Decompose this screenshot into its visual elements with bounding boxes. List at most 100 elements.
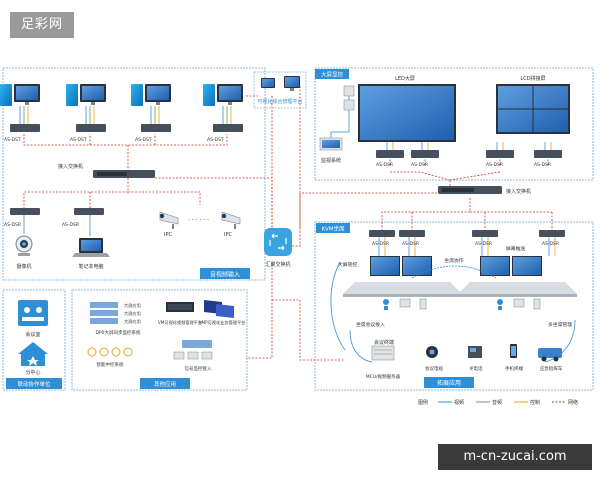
decoder-1: AS-DSR <box>376 142 404 168</box>
svg-text:DP0大屏同步监控系统: DP0大屏同步监控系统 <box>95 329 141 336</box>
svg-text:LED大屏: LED大屏 <box>395 75 415 82</box>
device-laptop: AS-DSR 笔记本电脑 <box>62 208 110 270</box>
seat-collab-label: 坐席协作 <box>444 257 463 264</box>
seat-right-label: 多坐席管理 <box>548 321 572 328</box>
decoder-label: AS-DSR <box>534 162 551 168</box>
other-frame <box>71 289 248 391</box>
svg-text:拓展应用: 拓展应用 <box>437 379 461 387</box>
svg-text:IPC: IPC <box>164 232 172 238</box>
access-switch-right: 接入交换机 <box>438 186 531 195</box>
kvm-node-4: AS-DSR <box>539 230 565 256</box>
dp0-system: 大屏应用 大屏应用 大屏应用 DP0大屏同步监控系统 <box>90 302 141 336</box>
ipc-camera-2: IPC <box>221 211 241 238</box>
legend-label: 网络 <box>568 399 578 406</box>
decoder-3: AS-DSR <box>486 142 514 168</box>
kvm-node-label: AS-DSR <box>475 241 492 247</box>
tag-extend: 拓展应用 <box>424 377 474 388</box>
svg-text:会议终端: 会议终端 <box>374 339 394 346</box>
svg-text:AS-DSR: AS-DSR <box>4 222 21 228</box>
kvm-frame <box>314 221 594 391</box>
tag-other: 其他应用 <box>140 378 190 389</box>
monitor-system: 监视系统 <box>319 85 355 164</box>
pc-group: AS-DST AS-DST AS-DST AS-DST <box>0 84 243 143</box>
svg-text:IP电话: IP电话 <box>469 365 483 372</box>
decoder-label: AS-DSR <box>411 162 428 168</box>
svg-text:分中心: 分中心 <box>25 369 40 376</box>
vm-platform: VM可视化视频管理平台 <box>158 302 202 326</box>
watermark-badge: m-cn-zucai.com <box>438 444 592 470</box>
smart-control: 智能中控系统 <box>87 347 133 368</box>
svg-text:摄像机: 摄像机 <box>16 263 31 270</box>
pc-node-label: AS-DST <box>70 137 87 143</box>
decoder-label: AS-DSR <box>376 162 393 168</box>
svg-text:会议电视: 会议电视 <box>425 365 443 372</box>
lcd-wall: LCD拼接屏 <box>496 75 570 134</box>
svg-text:VM可视化视频管理平台: VM可视化视频管理平台 <box>158 319 202 326</box>
legend-item-video: 视频 <box>438 399 464 406</box>
svg-text:LCD拼接屏: LCD拼接屏 <box>520 75 545 82</box>
svg-text:接入交换机: 接入交换机 <box>58 163 83 170</box>
display-frame <box>314 67 594 181</box>
screen-link-label: 屏幕推送 <box>506 245 525 252</box>
legend-item-audio: 音频 <box>476 399 502 406</box>
decoder-4: AS-DSR <box>534 142 562 168</box>
svg-text:接入交换机: 接入交换机 <box>506 188 531 195</box>
tag-coop: 联动协作单位 <box>6 378 62 389</box>
kvm-node-1: AS-DSR <box>369 230 395 256</box>
seat-accessories <box>383 298 541 310</box>
input-frame <box>2 67 266 281</box>
svg-text:手机终端: 手机终端 <box>505 365 523 372</box>
network-links <box>23 86 553 361</box>
svg-text:会议室: 会议室 <box>25 331 40 338</box>
svg-text:智能中控系统: 智能中控系统 <box>97 361 124 368</box>
decoder-label: AS-DSR <box>486 162 503 168</box>
pc-2: AS-DST <box>66 84 106 143</box>
svg-text:VMP可视化业务管理平台: VMP可视化业务管理平台 <box>199 319 246 326</box>
seat-left: 大屏管控 <box>338 256 462 297</box>
core-switch: 汇聚交换机 <box>264 228 292 268</box>
svg-text:大屏管控: 大屏管控 <box>338 261 357 268</box>
svg-text:音视频输入: 音视频输入 <box>210 271 240 279</box>
decoder-group: AS-DSR AS-DSR AS-DSR AS-DSR <box>376 142 562 168</box>
svg-text:KVM坐席: KVM坐席 <box>321 225 345 233</box>
kvm-node-3: AS-DSR <box>472 230 498 256</box>
pc-node-label: AS-DST <box>135 137 152 143</box>
pc-3: AS-DST <box>131 84 171 143</box>
svg-text:其他应用: 其他应用 <box>154 380 176 388</box>
ipc-camera-1: IPC <box>159 211 179 238</box>
tag-kvm: KVM坐席 <box>316 223 350 233</box>
svg-text:大屏应用: 大屏应用 <box>124 318 141 325</box>
tag-input: 音视频输入 <box>200 268 250 279</box>
led-wall: LED大屏 <box>358 75 456 142</box>
svg-text:AS-DSR: AS-DSR <box>62 222 79 228</box>
svg-text:笔记本电脑: 笔记本电脑 <box>78 263 103 270</box>
more-dots: · · · · · · <box>188 217 209 224</box>
vmp-platform: VMP可视化业务管理平台 <box>199 300 246 326</box>
svg-text:联动协作单位: 联动协作单位 <box>17 380 51 388</box>
legend-label: 音频 <box>492 399 502 406</box>
svg-text:应急指挥车: 应急指挥车 <box>540 365 563 372</box>
conference-terminals: 会议终端 MCU/视频服务器 会议电视 IP电话 手机终端 应急指挥车 <box>366 339 563 380</box>
pc-1: AS-DST <box>0 84 40 143</box>
svg-text:可视化综合管理平台: 可视化综合管理平台 <box>257 98 302 105</box>
tag-display: 大屏显控 <box>315 69 349 79</box>
legend-label: 控制 <box>530 399 540 406</box>
signal-monitor: 信号监控接入 <box>173 340 213 372</box>
pc-node-label: AS-DST <box>207 137 224 143</box>
svg-text:信号监控接入: 信号监控接入 <box>185 365 212 372</box>
legend-label: 视频 <box>454 399 464 406</box>
pc-4: AS-DST <box>203 84 243 143</box>
kvm-node-group: AS-DSR AS-DSR AS-DSR AS-DSR <box>369 230 565 256</box>
brand-badge: 足彩网 <box>10 12 74 38</box>
kvm-node-label: AS-DSR <box>402 241 419 247</box>
svg-text:汇聚交换机: 汇聚交换机 <box>265 261 290 268</box>
device-camera: AS-DSR 摄像机 <box>4 208 40 270</box>
kvm-node-label: AS-DSR <box>542 241 559 247</box>
meeting-room: 会议室 <box>18 300 48 338</box>
svg-text:大屏应用: 大屏应用 <box>124 310 141 317</box>
svg-text:图例: 图例 <box>418 399 428 406</box>
sub-center: 分中心 <box>18 342 48 376</box>
legend: 图例 视频 音频 控制 网络 <box>418 399 578 406</box>
access-switch-left: 接入交换机 <box>58 163 155 178</box>
